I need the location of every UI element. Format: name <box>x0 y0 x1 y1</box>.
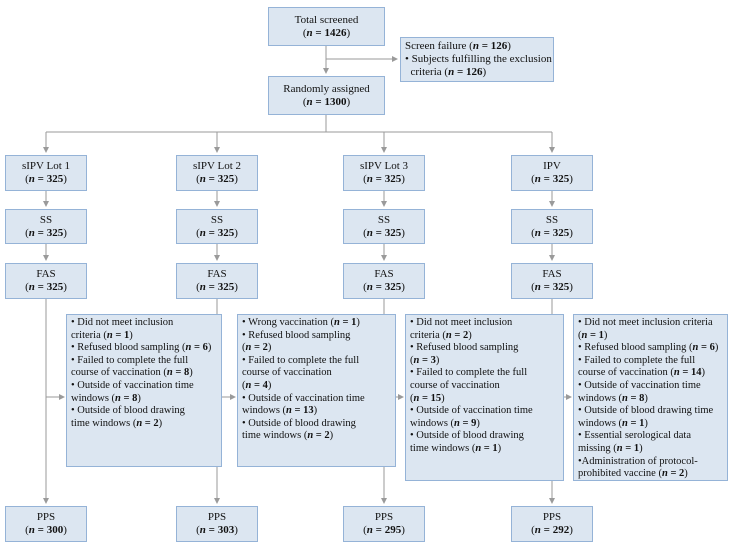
exclusion-item: • Wrong vaccination (n = 1) <box>242 317 360 328</box>
exclusion-item: • Refused blood sampling (n = 6) <box>71 342 212 354</box>
arm2-ss-box: SS(n = 325) <box>176 209 258 244</box>
exclusion-item: windows (n = 1) <box>578 417 648 429</box>
arm4-ss-box: SS(n = 325) <box>511 209 593 244</box>
exclusion-item: • Failed to complete the full <box>242 354 360 366</box>
exclusion-item: time windows (n = 1) <box>410 442 502 454</box>
arm4-fas-box: FAS(n = 325) <box>511 263 593 299</box>
arm3-ss-box: SS(n = 325) <box>343 209 425 244</box>
arm2-box-label: sIPV Lot 2 <box>192 160 242 172</box>
exclusion-item: • Outside of vaccination time <box>242 392 365 404</box>
arm2-pps-box-label: PPS <box>207 511 227 523</box>
total-screened-box: Total screened (n = 1426) <box>268 7 385 46</box>
arm4-box-label: IPV <box>543 160 561 172</box>
arm1-pps-box: PPS(n = 300) <box>5 506 87 542</box>
exclusion-item: (n = 3) <box>410 354 440 366</box>
exclusion-item: • Outside of vaccination time <box>410 405 533 417</box>
exclusion-item: • Outside of blood drawing <box>242 417 356 429</box>
arm2-fas-box-label: FAS <box>207 268 227 280</box>
arm3-fas-box-label: FAS <box>374 268 394 280</box>
total-screened-label: Total screened <box>294 13 359 26</box>
arm4-pps-box: PPS(n = 292) <box>511 506 593 542</box>
exclusion-item: • Outside of blood drawing <box>71 405 185 417</box>
exclusion-item: • Failed to complete the full <box>578 354 696 366</box>
arm2-box: sIPV Lot 2(n = 325) <box>176 155 258 191</box>
exclusion-item: •Administration of protocol- <box>578 455 698 467</box>
arm3-box: sIPV Lot 3(n = 325) <box>343 155 425 191</box>
exclusion-item: • Refused blood sampling <box>242 329 351 341</box>
arm2-fas-box: FAS(n = 325) <box>176 263 258 299</box>
arm1-ss-box: SS(n = 325) <box>5 209 87 244</box>
arm4-pps-box-label: PPS <box>542 511 562 523</box>
exclusion-item: (n = 15) <box>410 392 445 404</box>
arm1-fas-box-label: FAS <box>36 268 56 280</box>
arm1-box: sIPV Lot 1(n = 325) <box>5 155 87 191</box>
exclusion-item: windows (n = 13) <box>242 405 318 417</box>
exclusion-item: (n = 2) <box>242 342 272 354</box>
exclusion-item: • Outside of vaccination time <box>578 379 701 391</box>
arm4-fas-box-label: FAS <box>542 268 562 280</box>
exclusion-item: • Failed to complete the full <box>71 354 189 366</box>
exclusion-item: • Did not meet inclusion criteria <box>578 317 713 328</box>
exclusion-item: • Essential serological data <box>578 430 692 442</box>
exclusion-item: missing (n = 1) <box>578 442 643 454</box>
exclusion-item: time windows (n = 2) <box>71 417 163 429</box>
exclusion-item: • Outside of blood drawing time <box>578 405 714 417</box>
exclusion-item: • Outside of vaccination time <box>71 379 194 391</box>
arm3-pps-box: PPS(n = 295) <box>343 506 425 542</box>
screen-failure-reason: • Subjects fulfilling the exclusion <box>405 53 552 65</box>
exclusion-item: course of vaccination (n = 14) <box>578 367 705 379</box>
arm1-ss-box-label: SS <box>39 213 53 226</box>
arm2-ss-box-label: SS <box>210 213 224 226</box>
exclusion-item: course of vaccination (n = 8) <box>71 367 193 379</box>
exclusion-item: windows (n = 8) <box>71 392 141 404</box>
exclusion-item: time windows (n = 2) <box>242 430 334 442</box>
exclusion-item: • Refused blood sampling (n = 6) <box>578 342 719 354</box>
exclusion-item: • Failed to complete the full <box>410 367 528 379</box>
randomly-assigned-label: Randomly assigned <box>283 82 370 95</box>
randomly-assigned-n: 1300 <box>324 95 347 108</box>
arm3-box-label: sIPV Lot 3 <box>359 160 409 172</box>
screen-failure-title: Screen failure <box>405 40 467 52</box>
exclusion-item: windows (n = 8) <box>578 392 648 404</box>
arm3-fas-box: FAS(n = 325) <box>343 263 425 299</box>
arm1-pps-box-label: PPS <box>36 511 56 523</box>
arm2-exclusion-box: • Wrong vaccination (n = 1)• Refused blo… <box>237 314 396 467</box>
total-screened-n: 1426 <box>324 26 347 39</box>
exclusion-item: prohibited vaccine (n = 2) <box>578 468 688 480</box>
arm4-ss-box-label: SS <box>545 213 559 226</box>
arm3-pps-box-label: PPS <box>374 511 394 523</box>
exclusion-item: (n = 1) <box>578 329 608 341</box>
exclusion-item: • Did not meet inclusion <box>410 317 513 328</box>
screen-failure-box: Screen failure (n = 126) • Subjects fulf… <box>400 37 554 82</box>
arm4-exclusion-box: • Did not meet inclusion criteria(n = 1)… <box>573 314 728 481</box>
arm2-pps-box: PPS(n = 303) <box>176 506 258 542</box>
arm1-box-label: sIPV Lot 1 <box>21 160 71 172</box>
exclusion-item: • Refused blood sampling <box>410 342 519 354</box>
arm4-box: IPV(n = 325) <box>511 155 593 191</box>
exclusion-item: course of vaccination <box>410 379 500 391</box>
exclusion-item: windows (n = 9) <box>410 417 480 429</box>
randomly-assigned-box: Randomly assigned (n = 1300) <box>268 76 385 115</box>
arm1-fas-box: FAS(n = 325) <box>5 263 87 299</box>
exclusion-item: criteria (n = 2) <box>410 329 472 341</box>
exclusion-item: • Outside of blood drawing <box>410 430 524 442</box>
exclusion-item: (n = 4) <box>242 379 272 391</box>
arm3-ss-box-label: SS <box>377 213 391 226</box>
exclusion-item: course of vaccination <box>242 367 332 379</box>
exclusion-item: criteria (n = 1) <box>71 329 133 341</box>
exclusion-item: • Did not meet inclusion <box>71 317 174 328</box>
